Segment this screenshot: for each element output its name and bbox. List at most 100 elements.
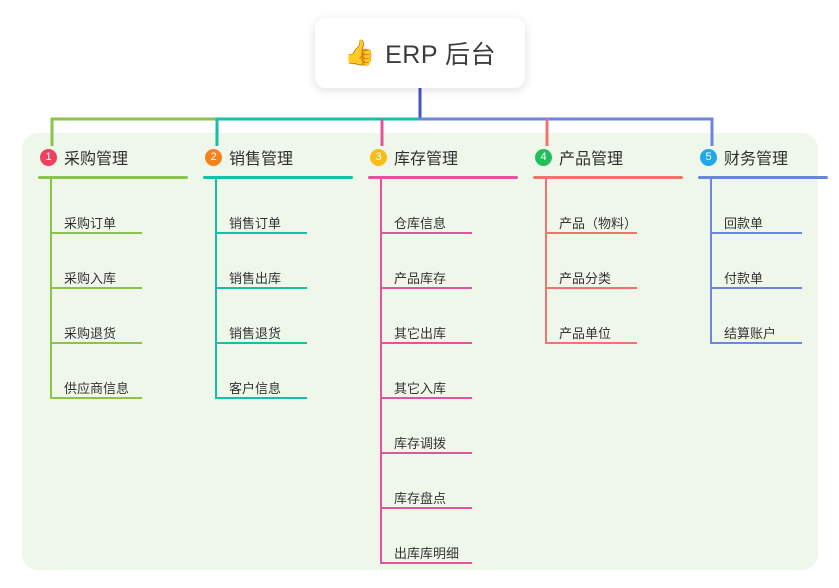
branch-items: 销售订单销售出库销售退货客户信息 xyxy=(203,179,353,399)
root-node-content: 👍 ERP 后台 xyxy=(344,35,496,71)
branch-header-2[interactable]: 2 销售管理 xyxy=(203,144,353,170)
branch-panel-background xyxy=(22,133,818,570)
branch-items: 产品（物料） 产品分类产品单位 xyxy=(533,179,683,344)
branch-item[interactable]: 结算账户 xyxy=(710,289,828,344)
branch-underline xyxy=(533,176,683,179)
branch-item-underline xyxy=(50,232,142,234)
branch-item-label: 产品单位 xyxy=(559,326,612,341)
branch-item[interactable]: 库存盘点 xyxy=(380,454,518,509)
branch-item-underline xyxy=(215,342,307,344)
branch-underline xyxy=(368,176,518,179)
branch-item-underline xyxy=(380,397,472,399)
branch-item-underline xyxy=(215,397,307,399)
branch-item[interactable]: 销售出库 xyxy=(215,234,353,289)
branch-item-label: 客户信息 xyxy=(229,381,282,396)
branch-item-underline xyxy=(50,342,142,344)
branch-item-underline xyxy=(50,287,142,289)
branch-number-badge: 2 xyxy=(205,148,222,166)
branch-item[interactable]: 采购入库 xyxy=(50,234,188,289)
branch-item-label: 销售退货 xyxy=(229,326,282,341)
branch-item-underline xyxy=(710,287,802,289)
branch-underline xyxy=(38,176,188,179)
branch-spine xyxy=(215,179,217,399)
branch-underline xyxy=(698,176,828,179)
branch-number-badge: 1 xyxy=(40,148,57,166)
branch-item[interactable]: 销售退货 xyxy=(215,289,353,344)
branch-spine xyxy=(50,179,52,399)
branch-item-label: 出库库明细 xyxy=(394,546,460,561)
branch-item-underline xyxy=(50,397,142,399)
branch-item[interactable]: 库存调拨 xyxy=(380,399,518,454)
branch-title: 采购管理 xyxy=(64,151,129,168)
branch-item-underline xyxy=(380,232,472,234)
branch-item[interactable]: 采购退货 xyxy=(50,289,188,344)
branch-item[interactable]: 其它入库 xyxy=(380,344,518,399)
branch-item-label: 其它出库 xyxy=(394,326,447,341)
branch-number-badge: 4 xyxy=(535,148,552,166)
root-node-title: ERP 后台 xyxy=(385,41,497,69)
branch-column-4: 4 产品管理产品（物料） 产品分类产品单位 xyxy=(533,144,683,344)
branch-header-5[interactable]: 5 财务管理 xyxy=(698,144,828,170)
branch-items: 回款单付款单结算账户 xyxy=(698,179,828,344)
branch-item-underline xyxy=(380,562,472,564)
branch-item-label: 采购订单 xyxy=(64,216,117,231)
branch-column-1: 1 采购管理采购订单采购入库采购退货供应商信息 xyxy=(38,144,188,399)
branch-item-underline xyxy=(380,507,472,509)
branch-spine xyxy=(710,179,712,344)
branch-item[interactable]: 销售订单 xyxy=(215,179,353,234)
branch-item-underline xyxy=(380,287,472,289)
branch-number-badge: 5 xyxy=(700,148,717,166)
branch-header-1[interactable]: 1 采购管理 xyxy=(38,144,188,170)
branch-title: 财务管理 xyxy=(724,151,789,168)
branch-items: 仓库信息产品库存其它出库其它入库库存调拨库存盘点出库库明细 xyxy=(368,179,518,564)
branch-item-label: 付款单 xyxy=(724,271,764,286)
branch-item-label: 采购退货 xyxy=(64,326,117,341)
branch-item-label: 产品（物料） xyxy=(559,216,638,231)
branch-item-underline xyxy=(545,232,637,234)
branch-item[interactable]: 付款单 xyxy=(710,234,828,289)
branch-item[interactable]: 采购订单 xyxy=(50,179,188,234)
branch-item[interactable]: 产品单位 xyxy=(545,289,683,344)
branch-spine xyxy=(380,179,382,564)
branch-item-underline xyxy=(710,342,802,344)
branch-item-label: 结算账户 xyxy=(724,326,777,341)
branch-spine xyxy=(545,179,547,344)
branch-title: 销售管理 xyxy=(229,151,294,168)
branch-item[interactable]: 其它出库 xyxy=(380,289,518,344)
branch-item[interactable]: 供应商信息 xyxy=(50,344,188,399)
branch-underline xyxy=(203,176,353,179)
branch-number-badge: 3 xyxy=(370,148,387,166)
branch-title: 产品管理 xyxy=(559,151,624,168)
branch-item-underline xyxy=(215,232,307,234)
root-node[interactable]: 👍 ERP 后台 xyxy=(315,18,525,88)
branch-item-underline xyxy=(380,452,472,454)
branch-item-underline xyxy=(215,287,307,289)
branch-item-label: 供应商信息 xyxy=(64,381,130,396)
branch-item-label: 库存调拨 xyxy=(394,436,447,451)
branch-item-label: 库存盘点 xyxy=(394,491,447,506)
branch-header-4[interactable]: 4 产品管理 xyxy=(533,144,683,170)
branch-item-underline xyxy=(545,287,637,289)
branch-item[interactable]: 回款单 xyxy=(710,179,828,234)
branch-item-underline xyxy=(710,232,802,234)
branch-item[interactable]: 产品库存 xyxy=(380,234,518,289)
branch-item-label: 仓库信息 xyxy=(394,216,447,231)
branch-item-label: 销售订单 xyxy=(229,216,282,231)
branch-item[interactable]: 产品（物料） xyxy=(545,179,683,234)
branch-item[interactable]: 出库库明细 xyxy=(380,509,518,564)
branch-item[interactable]: 客户信息 xyxy=(215,344,353,399)
thumbs-up-icon: 👍 xyxy=(343,38,376,67)
branch-item-underline xyxy=(380,342,472,344)
branch-item-label: 产品库存 xyxy=(394,271,447,286)
branch-header-3[interactable]: 3 库存管理 xyxy=(368,144,518,170)
branch-column-2: 2 销售管理销售订单销售出库销售退货客户信息 xyxy=(203,144,353,399)
branch-item-underline xyxy=(545,342,637,344)
branch-title: 库存管理 xyxy=(394,151,459,168)
branch-item-label: 其它入库 xyxy=(394,381,447,396)
branch-item[interactable]: 仓库信息 xyxy=(380,179,518,234)
branch-item-label: 回款单 xyxy=(724,216,764,231)
branch-item[interactable]: 产品分类 xyxy=(545,234,683,289)
branch-item-label: 销售出库 xyxy=(229,271,282,286)
branch-item-label: 采购入库 xyxy=(64,271,117,286)
